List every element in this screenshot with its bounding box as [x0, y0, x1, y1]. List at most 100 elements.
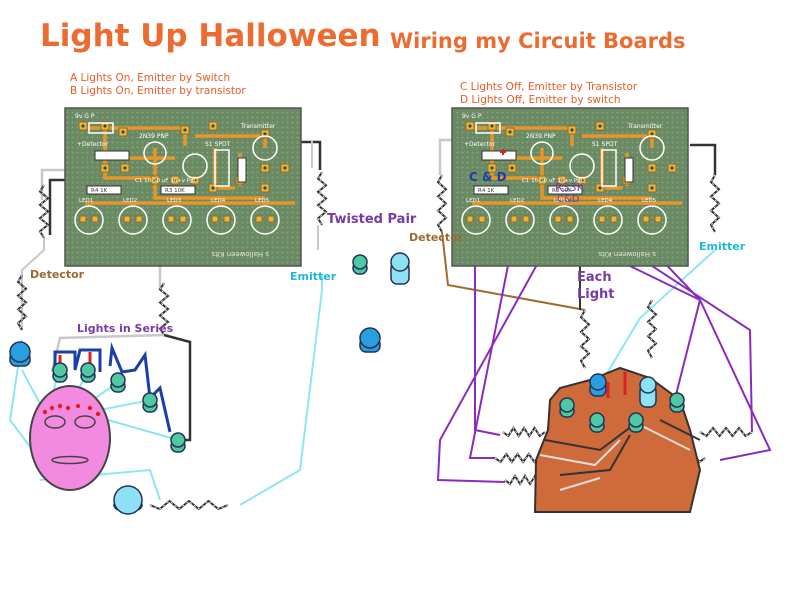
board-right-sig-label: s Halloween Kits: [598, 250, 656, 258]
board-left-pad-hole-3: [183, 128, 187, 132]
board-right-capacitor: [569, 153, 595, 179]
board-right-led-pad-a-2: [554, 215, 562, 223]
board-left-chip-label: C1 10-50 uF 16+v Ppt: [135, 178, 197, 184]
board-right-detector-res: [481, 150, 517, 161]
board-right-pad-hole-5: [650, 132, 654, 136]
led-series-2: [110, 372, 126, 393]
note-c: C Lights Off, Emitter by Transistor: [460, 81, 638, 93]
label-detector-left: Detector: [30, 268, 85, 281]
board-left-switch: [214, 149, 230, 187]
board-right-led-pad-b-4: [654, 215, 662, 223]
led-series-4: [170, 432, 186, 453]
board-right-r1-label: R4 1K: [478, 188, 495, 194]
board-right-trace-1: [490, 130, 542, 180]
mask-dot-2: [57, 403, 63, 409]
led-emitter-left-dome: [113, 485, 143, 515]
board-left-sig-label: s Halloween Kits: [211, 250, 269, 258]
board-left-pad-hole-2: [121, 130, 125, 134]
led-sample-blue-dome: [390, 252, 410, 272]
board-right-led-label-3: LED4: [598, 198, 613, 204]
page-title: Light Up Halloween: [40, 18, 381, 54]
wire-brown-r-detector: [441, 231, 586, 311]
board-right-pad-hole-0: [468, 124, 472, 128]
board-left-transmitter-label: Transmitter: [240, 123, 276, 130]
board-left-capacitor: [182, 153, 208, 179]
twisted-detector-top: [38, 184, 50, 239]
board-left-led-pad-a-4: [255, 215, 263, 223]
pumpkin-red-legs: [606, 372, 627, 398]
led-pumpkin-2-dome: [628, 412, 644, 428]
mask-dot-3: [65, 405, 71, 411]
mask-eye-right: [74, 415, 96, 429]
twisted-emitter-top-highlight: [317, 171, 327, 226]
twisted-r-b: [494, 452, 541, 464]
twisted-r-a: [502, 426, 546, 438]
mask-mouth: [51, 455, 89, 465]
mask-dot-4: [75, 403, 81, 409]
board-left-led-pad-a-2: [167, 215, 175, 223]
board-left-transmitter: [252, 135, 278, 161]
board-left-pad-hole-9: [173, 178, 177, 182]
board-right-r-horiz-2: [473, 185, 509, 195]
led-pumpkin-2: [628, 412, 644, 433]
led-sample-detector: [359, 327, 381, 353]
twisted-r-detector-highlight: [437, 174, 447, 233]
led-pumpkin-0-dome: [559, 397, 575, 413]
board-right-led-pad-b-2: [566, 215, 574, 223]
led-sample-green-dome: [352, 254, 368, 270]
board-right-led-pad-a-0: [466, 215, 474, 223]
board-left-r2-label: R3 10K: [165, 188, 185, 194]
led-series-3: [142, 392, 158, 413]
board-left-led-label-2: LED3: [167, 198, 182, 204]
board-right-pad-hole-13: [650, 166, 654, 170]
twisted-r-b-highlight: [494, 453, 541, 463]
board-left-r-horiz-2: [86, 185, 122, 195]
led-series-2-dome: [110, 372, 126, 388]
wire-purple-2: [436, 231, 556, 483]
board-left-led-pad-b-4: [267, 215, 275, 223]
board-left-pwr-block: [88, 122, 114, 134]
mask-dot-1: [49, 405, 55, 411]
board-right-led-label-4: LED5: [642, 198, 657, 204]
mask-dot-5: [87, 405, 93, 411]
board-right-pad-hole-7: [510, 166, 514, 170]
board-left-pad-hole-4: [211, 124, 215, 128]
board-left-r1-label: R4 1K: [91, 188, 108, 194]
board-left-led-pad-b-0: [91, 215, 99, 223]
board-left-detector-label: +Detector: [77, 141, 109, 148]
board-left-pad-hole-15: [263, 186, 267, 190]
board-right-led-socket-4: [637, 205, 667, 235]
label-each-light-1: Each: [577, 270, 612, 285]
led-series-1-dome: [80, 362, 96, 378]
board-right-pnp-label: 2N39 PNP: [526, 133, 556, 140]
board-right-r2-label: R3 10K: [552, 188, 572, 194]
board-right-pad-hole-9: [560, 178, 564, 182]
led-detector-left-dome: [9, 341, 31, 363]
led-pumpkin-1-dome: [589, 412, 605, 428]
board-right-switch-label: S1 SPDT: [592, 141, 618, 148]
board-left-pnp-label: 2N39 PNP: [139, 133, 169, 140]
led-sample-blue: [390, 252, 410, 285]
mask-face: [29, 385, 111, 491]
board-left-power-label: 9v G P: [75, 113, 95, 120]
note-b: B Lights On, Emitter by transistor: [70, 85, 246, 97]
board-right-led-socket-0: [461, 205, 491, 235]
board-right-led-pad-a-1: [510, 215, 518, 223]
board-left-pad-hole-7: [123, 166, 127, 170]
board-left-led-pad-a-3: [211, 215, 219, 223]
mark-r33k: R33K: [555, 181, 585, 194]
page-subtitle: Wiring my Circuit Boards: [390, 29, 686, 53]
board-right-led-socket-1: [505, 205, 535, 235]
wire-cyan-emitter-left: [239, 276, 323, 506]
board-left-led-pad-a-1: [123, 215, 131, 223]
wire-black-emitter-top: [300, 140, 322, 170]
led-pumpkin-3: [669, 392, 685, 413]
led-detector-left: [9, 341, 31, 367]
led-pumpkin-1: [589, 412, 605, 433]
board-left-pad-hole-11: [211, 186, 215, 190]
mask-eye-left: [44, 415, 66, 429]
board-right-pad-hole-11: [598, 186, 602, 190]
